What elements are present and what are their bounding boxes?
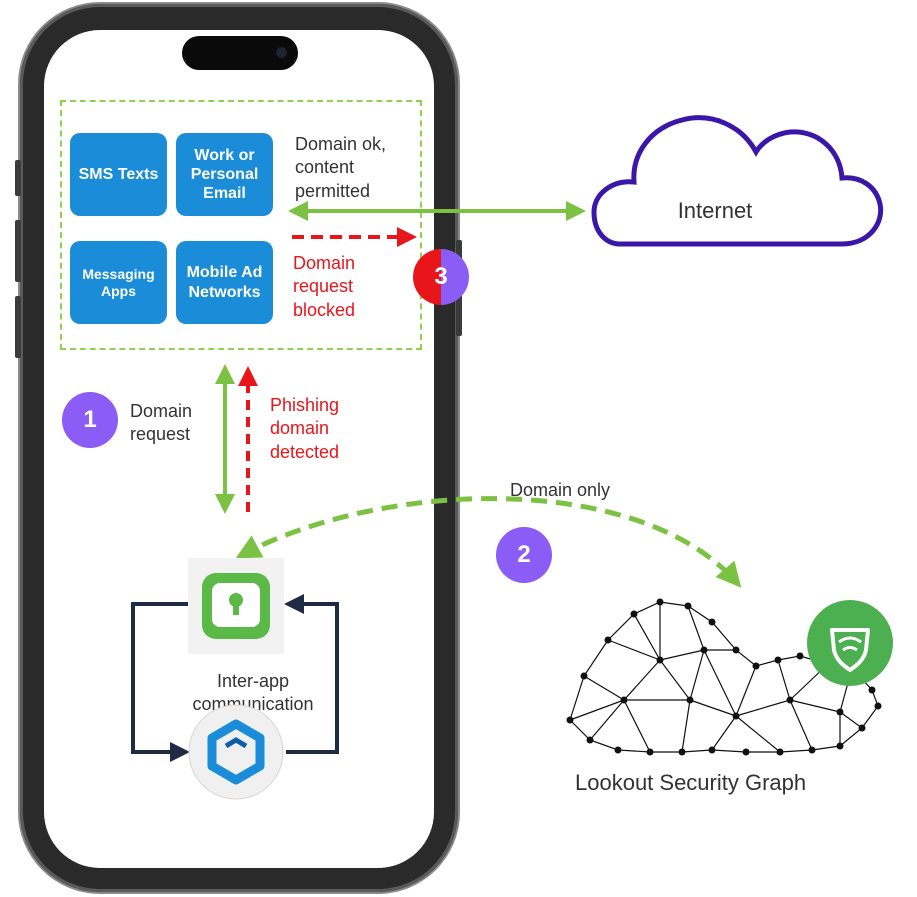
apps-container: [60, 100, 422, 350]
domain-only-label: Domain only: [510, 480, 611, 500]
internet-label: Internet: [678, 198, 753, 223]
lookout-app-icon: [188, 558, 284, 654]
tile-messaging-apps: Messaging Apps: [70, 241, 167, 324]
front-camera-icon: [276, 47, 287, 58]
phone-mute-switch: [15, 160, 21, 196]
domain-blocked-label: Domain request blocked: [293, 253, 356, 320]
tile-mobile-ad-networks: Mobile Ad Networks: [176, 241, 273, 324]
tile-work-personal-email: Work or Personal Email: [176, 133, 273, 216]
step-3-badge: 3: [413, 249, 469, 305]
domain-ok-label: Domain ok, content permitted: [295, 134, 387, 201]
security-graph-label: Lookout Security Graph: [575, 770, 807, 795]
lookout-badge-icon: [807, 600, 893, 686]
workspace-app-icon: [188, 704, 284, 800]
internet-cloud-icon: [591, 115, 884, 247]
loop-right-arrow: [284, 594, 339, 754]
domain-only-arc: [235, 496, 742, 588]
loop-left-arrow: [131, 602, 190, 762]
phishing-detected-label: Phishing domain detected: [270, 395, 340, 462]
domain-request-label: Domain request: [130, 401, 193, 445]
step-1-badge: 1: [62, 392, 118, 448]
phone-volume-up: [15, 220, 21, 282]
tile-sms-texts: SMS Texts: [70, 133, 167, 216]
phone-volume-down: [15, 296, 21, 358]
